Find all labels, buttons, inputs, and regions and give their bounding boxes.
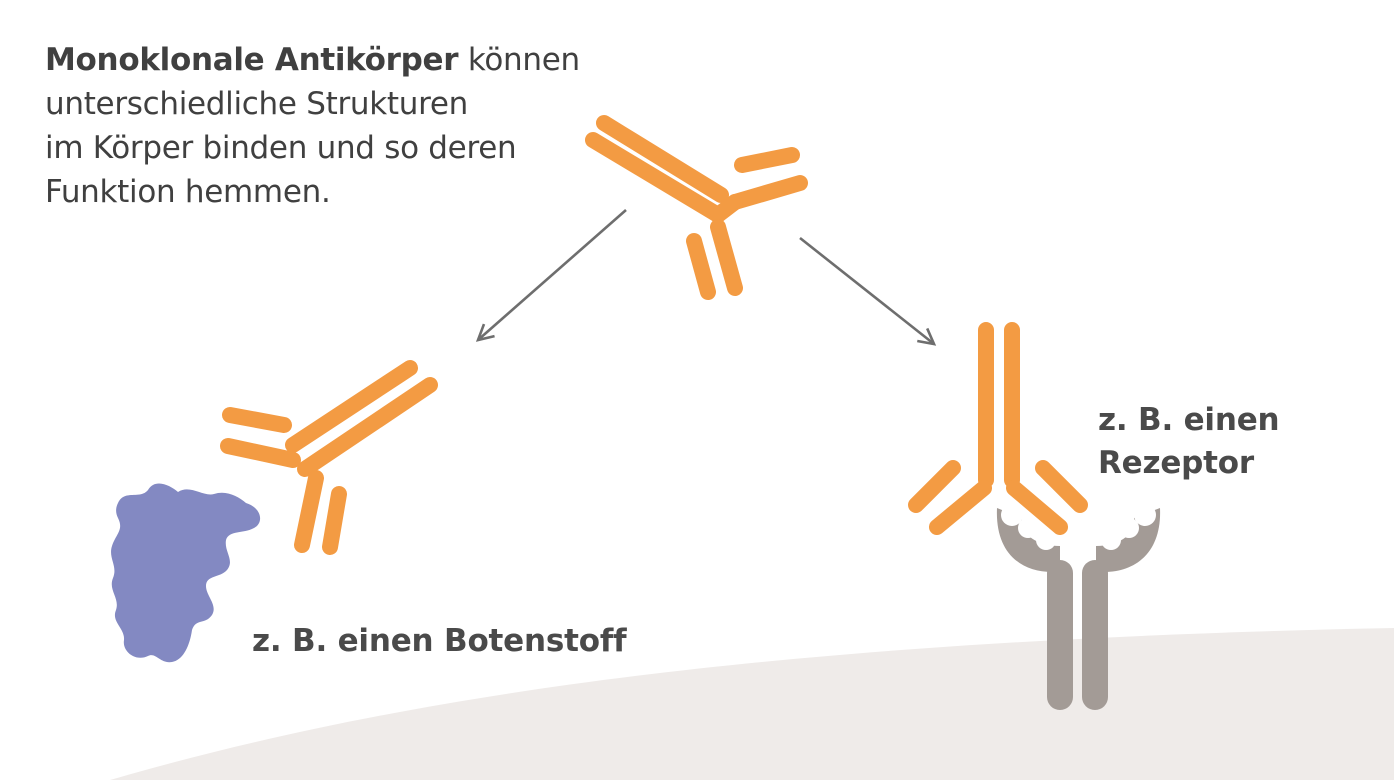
antibody-icon: [585, 115, 808, 300]
intro-text: Monoklonale Antikörper können unterschie…: [45, 38, 580, 214]
label-rezeptor: z. B. einen Rezeptor: [1098, 399, 1280, 485]
label-rezeptor-line-1: z. B. einen: [1098, 402, 1280, 438]
messenger-molecule-icon: [111, 483, 261, 663]
intro-rest: können: [467, 42, 580, 78]
arrow-left: [475, 209, 627, 342]
intro-bold: Monoklonale Antikörper: [45, 42, 459, 78]
label-botenstoff: z. B. einen Botenstoff: [252, 623, 627, 659]
intro-line-3: im Körper binden und so deren: [45, 130, 517, 166]
intro-line-2: unterschiedliche Strukturen: [45, 86, 468, 122]
label-rezeptor-line-2: Rezeptor: [1098, 445, 1254, 481]
arrow-right: [799, 236, 937, 346]
receptor-icon: [996, 504, 1161, 710]
antibody-icon: [220, 360, 438, 555]
intro-line-4: Funktion hemmen.: [45, 174, 331, 210]
antibody-icon: [908, 322, 1088, 535]
